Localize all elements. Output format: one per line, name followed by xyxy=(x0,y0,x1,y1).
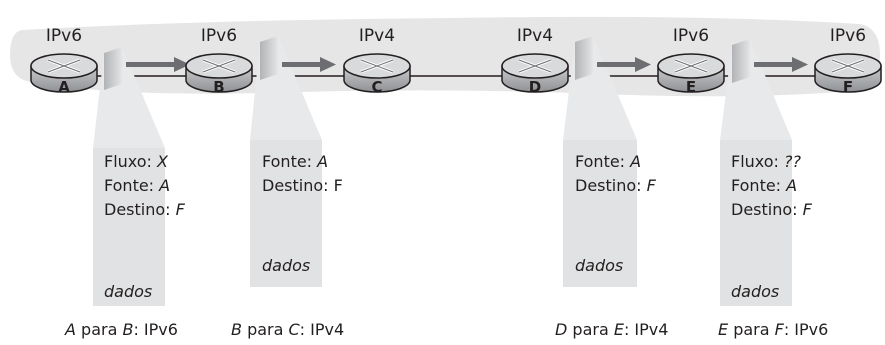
router-b-icon: B xyxy=(185,53,253,96)
router-a-label: A xyxy=(58,78,70,96)
packet-box-ef xyxy=(720,39,792,306)
packet-de-destination: Destino: F xyxy=(575,176,657,195)
packet-box-ab xyxy=(93,47,165,306)
packet-ab-source: Fonte: A xyxy=(104,176,170,195)
router-c-protocol: IPv4 xyxy=(359,26,395,46)
packet-ef-source: Fonte: A xyxy=(731,176,797,195)
packet-de-source: Fonte: A xyxy=(575,152,641,171)
packet-ef-destination: Destino: F xyxy=(731,200,813,219)
caption-bc: B para C: IPv4 xyxy=(231,320,344,339)
packet-ab-flow: Fluxo: X xyxy=(104,152,169,171)
packet-ef-payload: dados xyxy=(731,282,779,301)
router-e-label: E xyxy=(686,78,696,96)
router-d-label: D xyxy=(529,78,541,96)
router-a-protocol: IPv6 xyxy=(46,26,82,46)
router-c-label: C xyxy=(371,78,382,96)
router-d-protocol: IPv4 xyxy=(517,26,553,46)
packet-bc-destination: Destino: F xyxy=(262,176,343,195)
packet-ef-flow: Fluxo: ?? xyxy=(731,152,802,171)
packet-bc-source: Fonte: A xyxy=(262,152,328,171)
arrow-ef xyxy=(754,57,808,72)
router-b-label: B xyxy=(213,78,224,96)
caption-ab: A para B: IPv6 xyxy=(64,320,178,339)
arrow-de xyxy=(597,57,651,72)
router-f-protocol: IPv6 xyxy=(830,26,866,46)
packet-bc-payload: dados xyxy=(262,256,310,275)
packet-ab-destination: Destino: F xyxy=(104,200,186,219)
arrow-bc xyxy=(282,57,336,72)
packet-de-payload: dados xyxy=(575,256,623,275)
router-c-icon: C xyxy=(343,53,411,96)
packet-box-de xyxy=(563,36,637,287)
packet-box-bc xyxy=(250,36,322,287)
router-f-icon: F xyxy=(814,53,882,96)
router-e-icon: E xyxy=(657,53,725,96)
caption-ef: E para F: IPv6 xyxy=(718,320,828,339)
router-f-label: F xyxy=(843,78,853,96)
router-d-icon: D xyxy=(501,53,569,96)
router-e-protocol: IPv6 xyxy=(673,26,709,46)
router-b-protocol: IPv6 xyxy=(201,26,237,46)
packet-ab-payload: dados xyxy=(104,282,152,301)
caption-de: D para E: IPv4 xyxy=(555,320,668,339)
arrow-ab xyxy=(126,57,190,72)
router-a-icon: A xyxy=(30,53,98,96)
